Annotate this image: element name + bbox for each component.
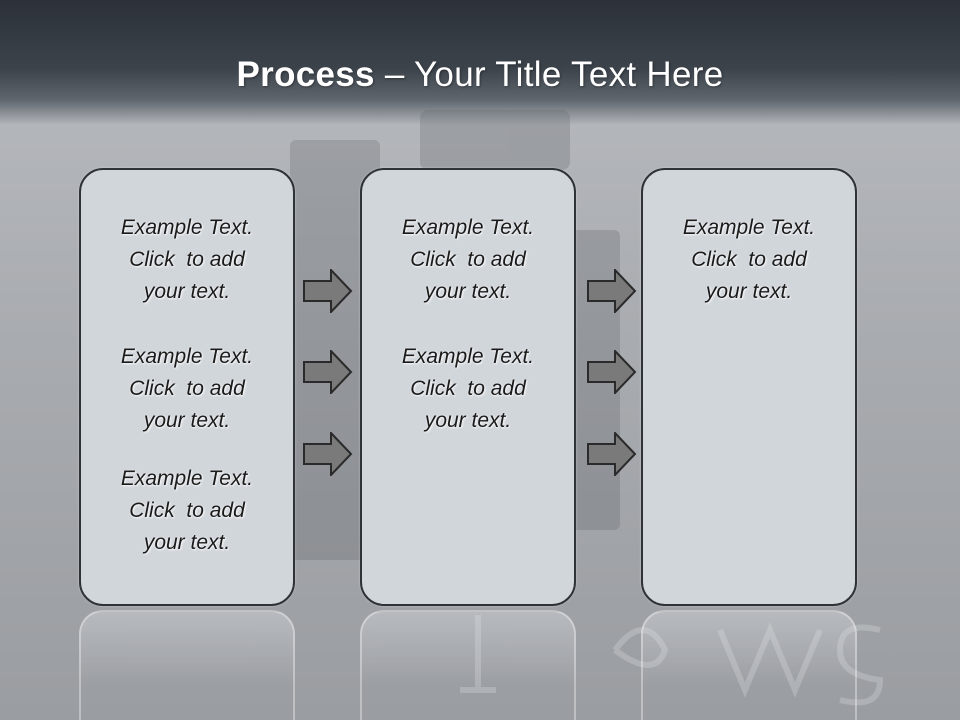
text-line: Click to add <box>129 248 245 271</box>
text-line: Click to add <box>129 499 245 522</box>
text-line: Example Text. <box>120 345 254 368</box>
text-line: Example Text. <box>120 216 254 239</box>
text-block[interactable]: Example Text. Click to add your text. <box>362 212 574 308</box>
text-line: your text. <box>424 280 512 303</box>
box-reflection <box>641 610 857 720</box>
right-arrow-icon <box>303 350 353 394</box>
right-arrow-icon <box>303 269 353 313</box>
text-line: Click to add <box>691 248 807 271</box>
text-block[interactable]: Example Text. Click to add your text. <box>643 212 855 308</box>
text-line: your text. <box>143 409 231 432</box>
text-line: Example Text. <box>401 345 535 368</box>
right-arrow-icon <box>587 269 637 313</box>
text-block[interactable]: Example Text. Click to add your text. <box>81 341 293 437</box>
text-line: your text. <box>143 280 231 303</box>
text-line: your text. <box>143 531 231 554</box>
title-bold: Process <box>236 55 375 94</box>
text-line: Click to add <box>129 377 245 400</box>
text-line: Example Text. <box>401 216 535 239</box>
process-box-3[interactable]: Example Text. Click to add your text. <box>641 168 857 606</box>
box-reflection <box>79 610 295 720</box>
slide-title[interactable]: Process – Your Title Text Here <box>0 52 960 98</box>
title-rest: – Your Title Text Here <box>374 55 724 94</box>
text-line: your text. <box>424 409 512 432</box>
text-block[interactable]: Example Text. Click to add your text. <box>81 212 293 308</box>
process-box-2[interactable]: Example Text. Click to add your text. Ex… <box>360 168 576 606</box>
right-arrow-icon <box>303 432 353 476</box>
box-reflection <box>360 610 576 720</box>
text-block[interactable]: Example Text. Click to add your text. <box>362 341 574 437</box>
text-block[interactable]: Example Text. Click to add your text. <box>81 463 293 559</box>
text-line: your text. <box>705 280 793 303</box>
right-arrow-icon <box>587 432 637 476</box>
text-line: Click to add <box>410 377 526 400</box>
text-line: Example Text. <box>120 467 254 490</box>
right-arrow-icon <box>587 350 637 394</box>
header-bar <box>0 0 960 125</box>
text-line: Example Text. <box>682 216 816 239</box>
text-line: Click to add <box>410 248 526 271</box>
process-box-1[interactable]: Example Text. Click to add your text. Ex… <box>79 168 295 606</box>
